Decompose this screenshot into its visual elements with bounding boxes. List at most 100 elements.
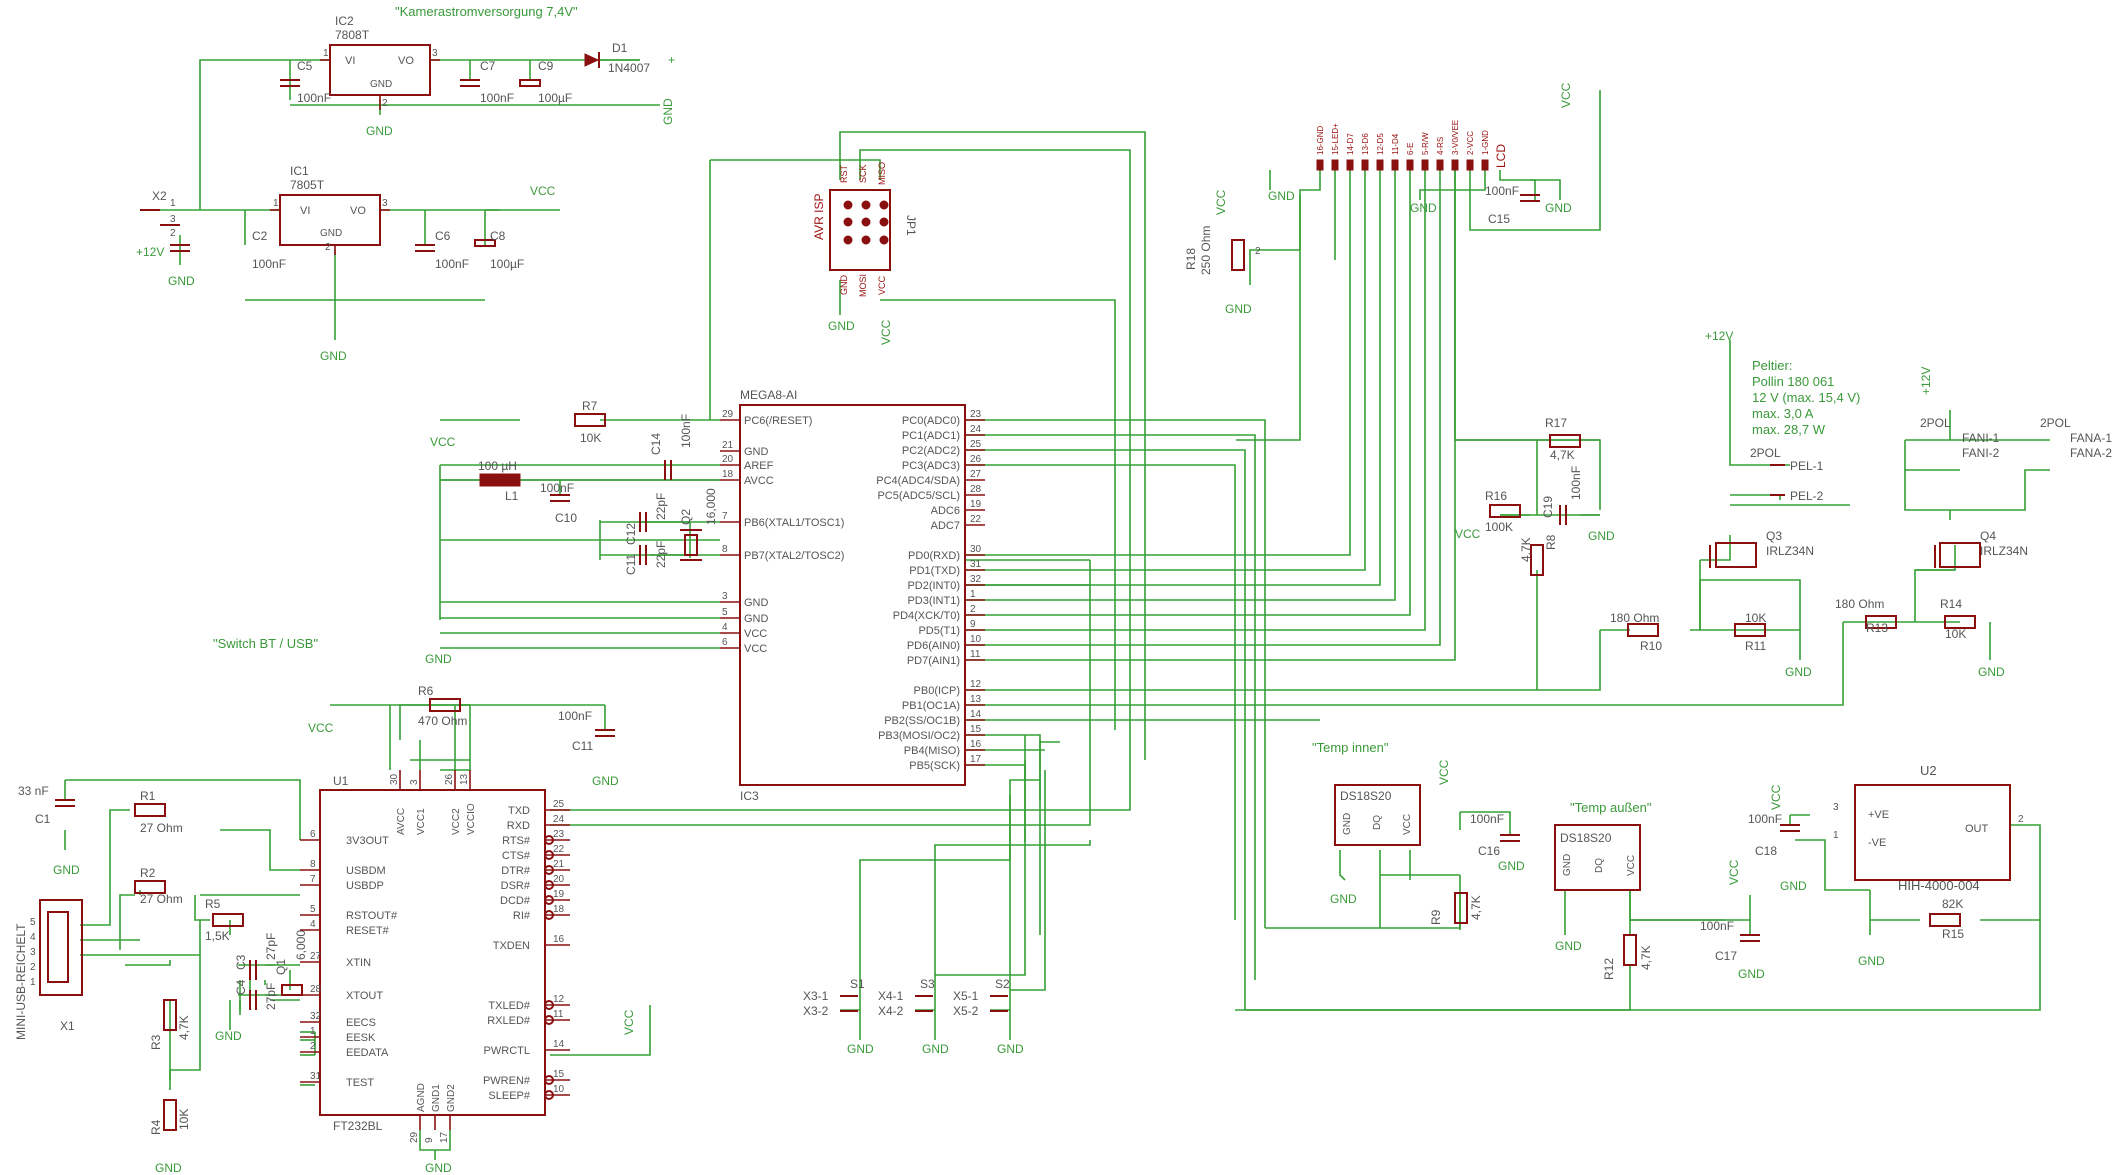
ft232-pin-num: 27 <box>310 951 322 962</box>
ft232-name: FT232BL <box>333 1119 383 1133</box>
c1-value: 33 nF <box>18 784 49 798</box>
ft232-pin-bubble <box>544 1075 554 1085</box>
x51-label: X5-1 <box>953 989 979 1003</box>
r3-value: 4,7K <box>177 1015 191 1040</box>
mega8-pin-name: PC3(ADC3) <box>902 460 960 472</box>
ds-out-name: DS18S20 <box>1560 831 1612 845</box>
lcd-pin-pad <box>1376 159 1384 171</box>
usb-passives: 33 nF C1 R1 27 Ohm R2 27 Ohm R5 1,5K R3 … <box>18 684 615 1135</box>
r4-label: R4 <box>149 1119 163 1135</box>
mega8-pin-num: 12 <box>970 679 982 690</box>
ft232-pin-name: GND1 <box>431 1084 442 1112</box>
switch-jumpers: S1 S3 S2 X3-1 X3-2 X4-1 X4-2 X5-1 X5-2 <box>803 977 1010 1018</box>
mega8-name: MEGA8-AI <box>740 388 797 402</box>
fana1-label: FANA-1 <box>2070 431 2112 445</box>
c6-label: C6 <box>435 229 451 243</box>
lcd-name: LCD <box>1494 144 1508 168</box>
mega8-pin-name: PB1(OC1A) <box>902 700 960 712</box>
note-switch: "Switch BT / USB" <box>213 636 318 651</box>
mega8-pin-num: 22 <box>970 514 982 525</box>
mega8-pin-name: PD7(AIN1) <box>907 655 960 667</box>
ic1-gnd: GND <box>320 228 342 239</box>
c9-value: 100µF <box>538 91 572 105</box>
c1-label: C1 <box>35 812 51 826</box>
peltier-note-4: max. 28,7 W <box>1752 422 1826 437</box>
r15-value: 82K <box>1942 897 1963 911</box>
ic1-p1: 1 <box>273 198 279 209</box>
sensor-inside: DS18S20 GND DQ VCC R9 4,7K 100nF C16 <box>1334 784 1520 925</box>
ft232-pin-name: DSR# <box>501 880 531 892</box>
ic2-name: IC2 <box>335 14 354 28</box>
c17-value: 100nF <box>1700 919 1734 933</box>
r17-label: R17 <box>1545 416 1567 430</box>
c4-value: 27pF <box>264 983 278 1010</box>
mega8-pin-num: 23 <box>970 409 982 420</box>
mega8-pin-num: 27 <box>970 469 982 480</box>
r6-value: 470 Ohm <box>418 714 467 728</box>
lcd-pin-label: 16-GND <box>1316 125 1325 155</box>
ft232-pin-bubble <box>544 895 554 905</box>
hih-ve-p: +VE <box>1868 809 1889 821</box>
vcc-ft232: VCC <box>308 721 334 735</box>
c19-label: C19 <box>1541 496 1555 518</box>
fan-pol-a: 2POL <box>1920 416 1951 430</box>
r18-label: R18 <box>1184 248 1198 270</box>
ft232-pin-num: 20 <box>553 874 565 885</box>
s2-label: S2 <box>995 977 1010 991</box>
c18-value: 100nF <box>1748 812 1782 826</box>
mega8-pin-name: ADC7 <box>931 520 960 532</box>
r15-label: R15 <box>1942 927 1964 941</box>
mega8-pin-num: 9 <box>970 619 976 630</box>
r1-label: R1 <box>140 789 156 803</box>
lcd-pin-pad <box>1451 159 1459 171</box>
ft232-pin-num: 7 <box>310 874 316 885</box>
regulator-ic2: IC2 7808T VI VO GND 1 3 2 <box>320 14 440 110</box>
peltier-note-1: Pollin 180 061 <box>1752 374 1834 389</box>
isp-rst: RST <box>839 164 849 183</box>
r14-value: 10K <box>1945 627 1966 641</box>
c18-label: C18 <box>1755 844 1777 858</box>
c19-value: 100nF <box>1569 466 1583 500</box>
diode-d1 <box>584 52 600 68</box>
gnd-c16: GND <box>1498 859 1525 873</box>
gnd-ds-out: GND <box>1555 939 1582 953</box>
gnd-r11: GND <box>1785 665 1812 679</box>
ds-out-dq: DQ <box>1594 858 1605 873</box>
hih-p1: 1 <box>1833 830 1839 841</box>
x2-label: X2 <box>152 189 167 203</box>
ft232-pin-bubble <box>544 1000 554 1010</box>
mega8-pin-name: PD0(RXD) <box>908 550 960 562</box>
r13-label: R13 <box>1866 621 1888 635</box>
lcd-pin-pad <box>1406 159 1414 171</box>
r5-value: 1,5K <box>205 929 230 943</box>
ic1-name: IC1 <box>290 164 309 178</box>
ft232-pin-num: 30 <box>389 773 400 785</box>
ft232-pin-name: XTOUT <box>346 990 383 1002</box>
ds-in-dq: DQ <box>1372 815 1383 830</box>
ft232-pin-name: TXD <box>508 805 530 817</box>
r10-value: 180 Ohm <box>1610 611 1659 625</box>
ft232-pin-name: RTS# <box>502 835 531 847</box>
ft232-pin-bubble <box>544 1015 554 1025</box>
gnd-s1: GND <box>847 1042 874 1056</box>
mega8-pin-num: 18 <box>722 469 734 480</box>
vcc-pwrctl: VCC <box>622 1009 636 1035</box>
ft232-pin-bubble <box>544 1090 554 1100</box>
mega8-pin-name: PB4(MISO) <box>904 745 960 757</box>
c10-value: 100nF <box>540 481 574 495</box>
lcd-pin-label: 6-E <box>1406 143 1415 155</box>
c5-label: C5 <box>297 59 313 73</box>
lcd-pin-pad <box>1466 159 1474 171</box>
fana2-label: FANA-2 <box>2070 446 2112 460</box>
ft232-pin-num: 1 <box>310 1026 316 1037</box>
mcu-mega8: MEGA8-AI IC3 29PC6(/RESET)21GND20AREF18A… <box>720 388 985 803</box>
mega8-pin-name: PD2(INT0) <box>907 580 960 592</box>
mega8-pin-num: 1 <box>970 589 976 600</box>
ic2-vi: VI <box>345 55 355 67</box>
supply-labels: C5 100nF C7 100nF C9 100µF D1 1N4007 C2 … <box>152 41 650 271</box>
isp-name: AVR ISP <box>812 194 826 240</box>
ft232-pin-num: 15 <box>553 1069 565 1080</box>
hih-name: HIH-4000-004 <box>1898 878 1980 893</box>
ft232-pin-name: RSTOUT# <box>346 910 398 922</box>
ft232-pin-num: 16 <box>553 934 565 945</box>
